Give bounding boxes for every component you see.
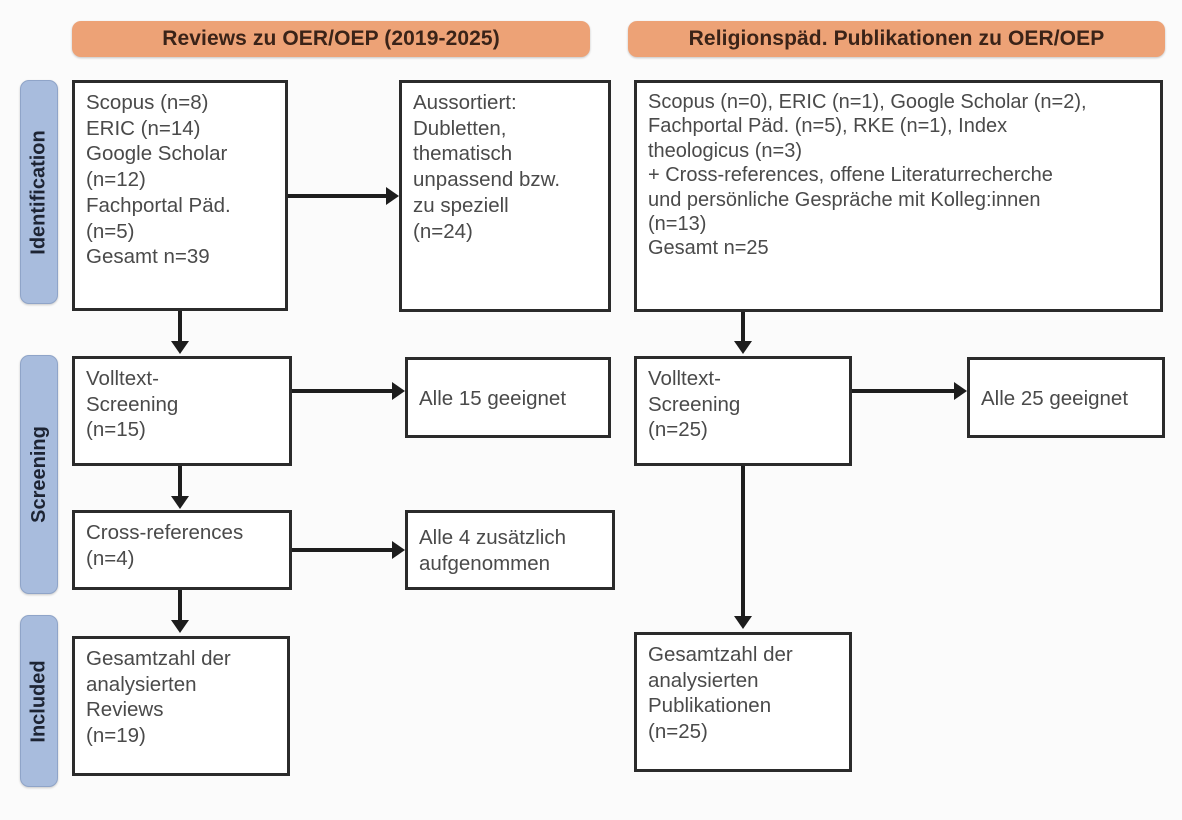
stage-pill-screening: Screening	[20, 355, 58, 594]
box-right-identification: Scopus (n=0), ERIC (n=1), Google Scholar…	[634, 80, 1163, 312]
box-left-crossreferences: Cross-references (n=4)	[72, 510, 292, 590]
stage-label-screening: Screening	[27, 426, 50, 523]
arrowhead-left-fulltext-to-result	[392, 382, 405, 400]
arrowhead-right-fulltext-to-included	[734, 616, 752, 629]
box-left-crossreferences-result: Alle 4 zusätzlich aufgenommen	[405, 510, 615, 590]
connector-left-fulltext-to-result	[292, 389, 394, 393]
stage-pill-included: Included	[20, 615, 58, 787]
box-left-fulltext-result: Alle 15 geeignet	[405, 357, 611, 438]
box-left-fulltext-screening: Volltext- Screening (n=15)	[72, 356, 292, 466]
column-header-religionspaed-label: Religionspäd. Publikationen zu OER/OEP	[688, 27, 1105, 50]
connector-left-crossreferences-to-result	[292, 548, 394, 552]
stage-pill-identification: Identification	[20, 80, 58, 304]
box-left-excluded-text: Aussortiert: Dubletten, thematisch unpas…	[413, 91, 561, 243]
arrowhead-left-crossreferences-to-result	[392, 541, 405, 559]
box-right-identification-text: Scopus (n=0), ERIC (n=1), Google Scholar…	[648, 91, 1087, 260]
connector-left-crossreferences-to-included	[178, 590, 182, 622]
connector-left-identification-to-excluded	[288, 194, 388, 198]
box-right-included: Gesamtzahl der analysierten Publikatione…	[634, 632, 852, 772]
stage-label-identification: Identification	[27, 129, 50, 255]
connector-left-fulltext-to-crossreferences	[178, 466, 182, 498]
arrowhead-left-fulltext-to-crossreferences	[171, 496, 189, 509]
box-right-fulltext-result: Alle 25 geeignet	[967, 357, 1165, 438]
box-right-fulltext-screening: Volltext- Screening (n=25)	[634, 356, 852, 466]
arrowhead-left-identification-to-fulltext	[171, 341, 189, 354]
box-left-included: Gesamtzahl der analysierten Reviews (n=1…	[72, 636, 290, 776]
box-left-identification: Scopus (n=8) ERIC (n=14) Google Scholar …	[72, 80, 288, 311]
stage-label-included: Included	[27, 659, 50, 743]
connector-right-fulltext-to-included	[741, 466, 745, 618]
arrowhead-right-fulltext-to-result	[954, 382, 967, 400]
column-header-reviews: Reviews zu OER/OEP (2019-2025)	[72, 21, 590, 57]
arrowhead-left-identification-to-excluded	[386, 187, 399, 205]
box-left-fulltext-screening-text: Volltext- Screening (n=15)	[86, 367, 179, 442]
box-left-included-text: Gesamtzahl der analysierten Reviews (n=1…	[86, 647, 231, 748]
box-left-fulltext-result-text: Alle 15 geeignet	[419, 386, 567, 410]
connector-right-fulltext-to-result	[852, 389, 956, 393]
arrowhead-right-identification-to-fulltext	[734, 341, 752, 354]
box-right-included-text: Gesamtzahl der analysierten Publikatione…	[648, 643, 793, 744]
box-left-excluded: Aussortiert: Dubletten, thematisch unpas…	[399, 80, 611, 312]
arrowhead-left-crossreferences-to-included	[171, 620, 189, 633]
box-left-identification-text: Scopus (n=8) ERIC (n=14) Google Scholar …	[86, 91, 231, 269]
column-header-religionspaed: Religionspäd. Publikationen zu OER/OEP	[628, 21, 1165, 57]
column-header-reviews-label: Reviews zu OER/OEP (2019-2025)	[162, 27, 500, 50]
box-left-crossreferences-text: Cross-references (n=4)	[86, 521, 244, 570]
connector-right-identification-to-fulltext	[741, 312, 745, 343]
box-right-fulltext-screening-text: Volltext- Screening (n=25)	[648, 367, 741, 442]
connector-left-identification-to-fulltext	[178, 311, 182, 343]
box-right-fulltext-result-text: Alle 25 geeignet	[981, 386, 1129, 410]
box-left-crossreferences-result-text: Alle 4 zusätzlich aufgenommen	[419, 526, 566, 575]
